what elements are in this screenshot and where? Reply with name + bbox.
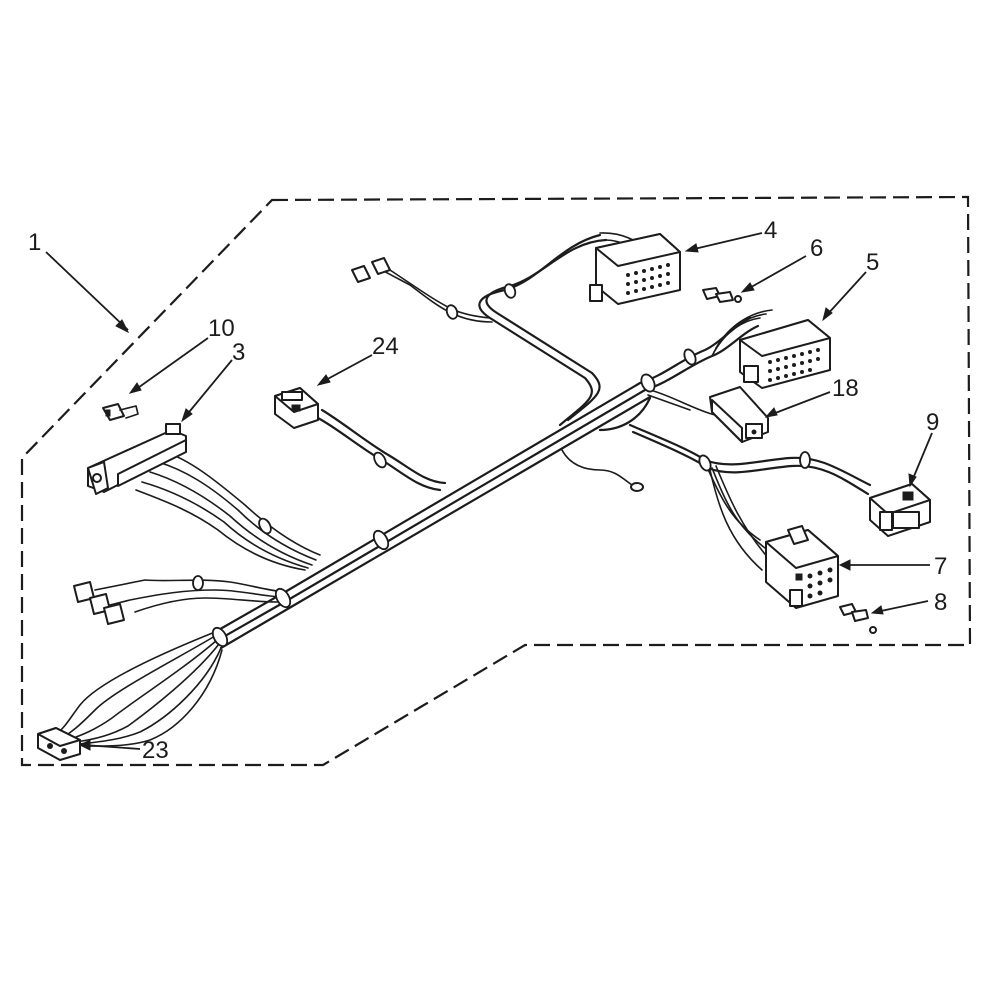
callout-3: 3: [232, 339, 245, 366]
connector-9: [869, 483, 931, 537]
branch-to-left-terminals: [94, 579, 286, 613]
tie-band: [373, 451, 387, 469]
branch-to-right-connectors: [598, 316, 872, 571]
connector-23: [37, 727, 81, 761]
terminal-8: [839, 603, 877, 634]
connector-7: [765, 525, 839, 609]
tie-band: [799, 451, 811, 469]
connector-24: [274, 387, 319, 429]
branch-to-connector-23: [54, 631, 223, 747]
ground-lead: [561, 449, 644, 492]
callout-5: 5: [866, 249, 879, 276]
branch-to-connector-3: [135, 451, 321, 571]
callout-9: 9: [926, 409, 939, 436]
clip-10: [102, 403, 139, 421]
tie-band: [274, 587, 292, 609]
callout-18: 18: [832, 375, 859, 402]
tie-bands: [192, 283, 811, 648]
callout-23: 23: [142, 737, 169, 764]
tie-band: [258, 517, 272, 535]
branch-to-connector-24: [299, 408, 447, 492]
main-trunk-bundle: [213, 381, 652, 650]
callout-4: 4: [764, 217, 777, 244]
callout-8: 8: [934, 589, 947, 616]
connector-18: [709, 386, 769, 443]
tie-band: [211, 626, 229, 648]
connector-5: [711, 309, 831, 389]
callout-6: 6: [810, 235, 823, 262]
branch-to-top-terminals: [377, 267, 493, 323]
tie-band: [640, 373, 656, 393]
callout-10: 10: [208, 315, 235, 342]
tie-band: [372, 529, 390, 551]
tie-band: [445, 304, 459, 320]
ring-terminal-icon: [630, 482, 644, 492]
left-terminals: [73, 581, 125, 625]
connector-3: [87, 423, 187, 495]
callout-1: 1: [28, 229, 41, 256]
callout-7: 7: [934, 553, 947, 580]
connector-4: [589, 233, 681, 305]
tie-band: [503, 283, 517, 299]
callout-24: 24: [372, 333, 399, 360]
tie-band: [698, 454, 712, 472]
top-terminals: [351, 257, 391, 283]
tie-band: [683, 348, 697, 366]
leader-lines: [45, 232, 933, 751]
assembly-dashed-outline: [20, 195, 972, 767]
terminal-6: [702, 287, 742, 303]
tie-band: [192, 575, 204, 591]
